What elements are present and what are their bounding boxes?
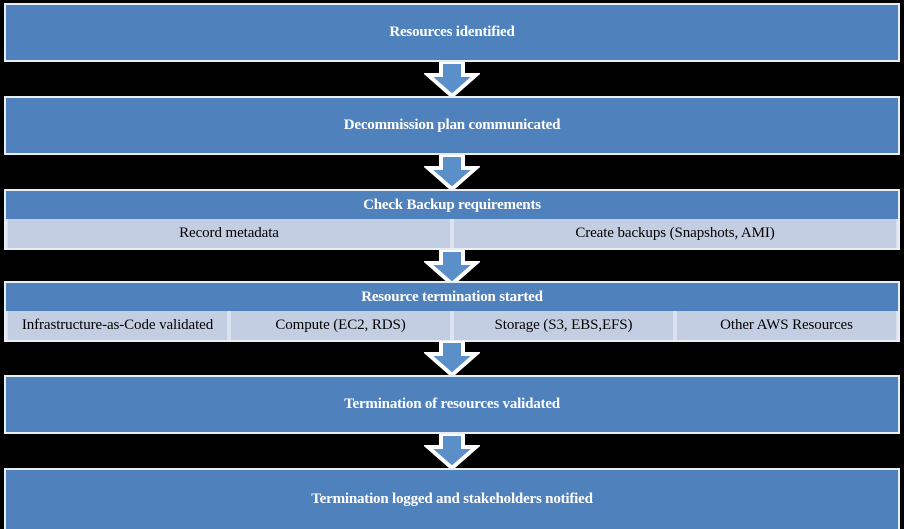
flow-step-termination-of-resources-validated[interactable]: Termination of resources validated — [4, 375, 900, 434]
flow-step-label: Resources identified — [389, 24, 515, 40]
flow-sub-item-label: Infrastructure-as-Code validated — [21, 317, 214, 333]
flow-step-termination-logged-and-stakeholders-notified[interactable]: Termination logged and stakeholders noti… — [4, 468, 900, 529]
flow-sub-item-label: Create backups (Snapshots, AMI) — [575, 225, 775, 241]
down-arrow-icon-1 — [424, 62, 480, 97]
flow-sub-item-create-backups[interactable]: Create backups (Snapshots, AMI) — [454, 219, 896, 248]
flow-sub-item-label: Other AWS Resources — [720, 317, 853, 333]
flow-step-label: Termination logged and stakeholders noti… — [311, 491, 593, 507]
down-arrow-icon-5 — [424, 434, 480, 469]
flow-step-resources-identified[interactable]: Resources identified — [4, 3, 900, 62]
flow-step-check-backup-requirements[interactable]: Check Backup requirements Record metadat… — [4, 189, 900, 250]
flow-sub-item-compute[interactable]: Compute (EC2, RDS) — [231, 311, 450, 340]
flow-step-resource-termination-started[interactable]: Resource termination started Infrastruct… — [4, 281, 900, 342]
flow-sub-item-other-aws-resources[interactable]: Other AWS Resources — [677, 311, 896, 340]
flow-step-label: Check Backup requirements — [363, 196, 541, 213]
flow-sub-item-label: Storage (S3, EBS,EFS) — [494, 317, 633, 333]
flow-sub-item-label: Compute (EC2, RDS) — [275, 317, 406, 333]
down-arrow-icon-4 — [424, 341, 480, 376]
flow-sub-item-infrastructure-as-code-validated[interactable]: Infrastructure-as-Code validated — [8, 311, 227, 340]
flow-step-label: Resource termination started — [361, 288, 543, 305]
down-arrow-icon-2 — [424, 155, 480, 190]
flow-step-label: Decommission plan communicated — [343, 117, 561, 133]
down-arrow-icon-3 — [424, 250, 480, 285]
flow-sub-items-row: Record metadata Create backups (Snapshot… — [4, 219, 900, 250]
flow-sub-item-storage[interactable]: Storage (S3, EBS,EFS) — [454, 311, 673, 340]
flow-step-header: Check Backup requirements — [4, 189, 900, 219]
flow-step-decommission-plan-communicated[interactable]: Decommission plan communicated — [4, 96, 900, 155]
flow-step-label: Termination of resources validated — [344, 396, 560, 412]
flow-sub-items-row: Infrastructure-as-Code validated Compute… — [4, 311, 900, 342]
flow-sub-item-label: Record metadata — [179, 225, 279, 241]
flow-step-header: Resource termination started — [4, 281, 900, 311]
flow-sub-item-record-metadata[interactable]: Record metadata — [8, 219, 450, 248]
